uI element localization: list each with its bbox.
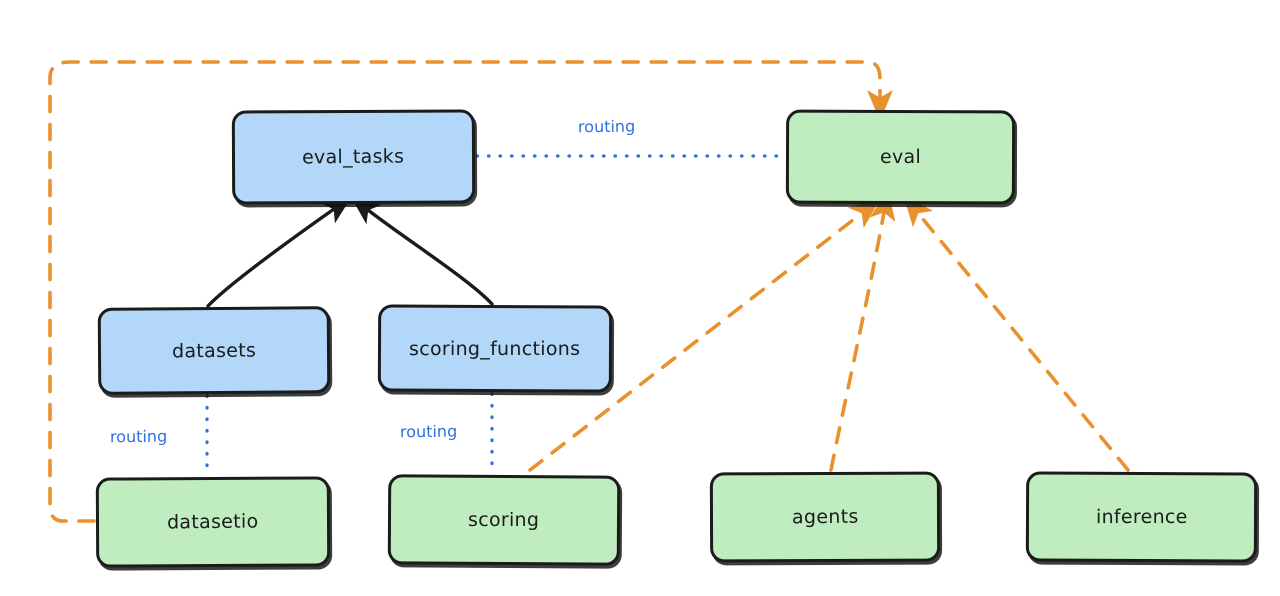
node-eval[interactable]: eval	[785, 109, 1016, 205]
edge-agents-to-eval	[829, 189, 896, 472]
node-inference[interactable]: inference	[1025, 471, 1258, 563]
node-agents[interactable]: agents	[709, 471, 941, 563]
node-scoring[interactable]: scoring	[387, 474, 621, 566]
node-eval-tasks[interactable]: eval_tasks	[231, 109, 476, 205]
node-label: inference	[1095, 505, 1188, 529]
node-label: scoring	[468, 508, 540, 531]
edge-inference-to-eval	[903, 195, 1130, 472]
edge-scoring-functions-to-eval-tasks	[350, 196, 494, 306]
node-scoring-functions[interactable]: scoring_functions	[377, 304, 613, 393]
node-label: scoring_functions	[409, 337, 581, 360]
edge-label-routing-scoring: routing	[399, 421, 458, 442]
edge-label-routing-datasets: routing	[109, 426, 168, 447]
node-datasets[interactable]: datasets	[97, 306, 331, 395]
node-label: datasetio	[167, 510, 259, 534]
node-label: datasets	[171, 338, 257, 363]
edge-label-routing-eval: routing	[577, 116, 636, 137]
node-label: eval	[879, 145, 922, 169]
node-datasetio[interactable]: datasetio	[95, 476, 331, 568]
edge-datasets-to-eval-tasks	[206, 196, 352, 308]
node-label: eval_tasks	[302, 145, 405, 169]
node-label: agents	[791, 505, 859, 529]
